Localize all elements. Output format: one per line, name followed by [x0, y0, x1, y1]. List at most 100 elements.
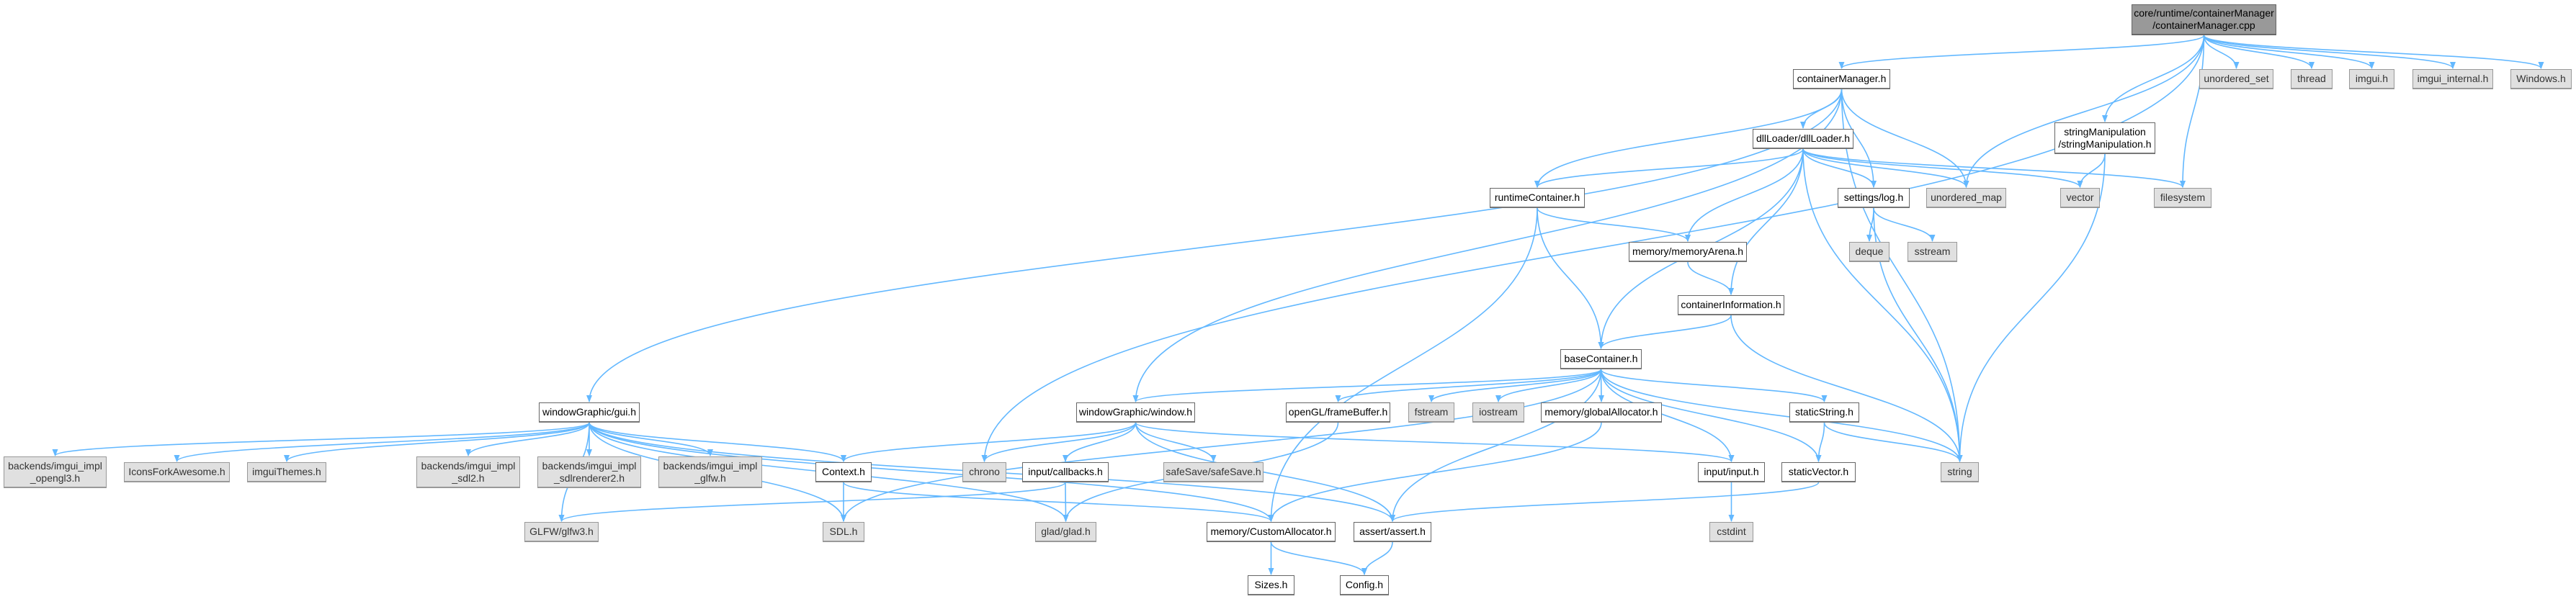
- node-baseContainer-h[interactable]: baseContainer.h: [1560, 349, 1642, 369]
- node-imgui-impl-sdlrenderer2-h[interactable]: backends/imgui_impl _sdlrenderer2.h: [537, 456, 641, 488]
- edge-containerManager-to-string: [1841, 89, 1963, 462]
- edge-containerManager-to-runtimeContainer: [1534, 89, 1843, 188]
- edge-dllLoader-to-runtimeContainer: [1534, 148, 1804, 188]
- node-containerManager-h[interactable]: containerManager.h: [1793, 69, 1890, 89]
- edge-gui-to-opengl3: [52, 422, 590, 456]
- node-string[interactable]: string: [1941, 462, 1979, 482]
- edge-window-to-context: [841, 422, 1137, 462]
- edge-dllLoader-to-log: [1802, 148, 1877, 188]
- node-runtimeContainer-h[interactable]: runtimeContainer.h: [1490, 188, 1585, 208]
- edge-containerManager-to-unordered_map: [1841, 89, 1969, 188]
- node-vector[interactable]: vector: [2060, 188, 2100, 208]
- edge-baseContainer-to-staticVector: [1600, 369, 1822, 462]
- edge-dllLoader-to-unordered_map: [1802, 148, 1969, 188]
- node-Sizes-h[interactable]: Sizes.h: [1248, 575, 1294, 595]
- edge-root-to-imgui: [2203, 35, 2375, 69]
- node-glad-h[interactable]: glad/glad.h: [1035, 522, 1096, 542]
- edge-log-to-sstream: [1873, 207, 1936, 242]
- edge-window-to-safeSave: [1135, 422, 1217, 462]
- edge-dllLoader-to-memoryArena: [1685, 148, 1804, 242]
- node-chrono[interactable]: chrono: [962, 462, 1006, 482]
- node-settings-log-h[interactable]: settings/log.h: [1838, 188, 1910, 208]
- node-input-h[interactable]: input/input.h: [1698, 462, 1765, 482]
- edge-window-to-callbacks: [1063, 422, 1137, 462]
- edge-containerManager-to-gui: [586, 89, 1843, 402]
- node-unordered-map[interactable]: unordered_map: [1926, 188, 2006, 208]
- edge-gui-to-imguiThemes: [284, 422, 590, 462]
- edge-stringManipulation-to-string: [1956, 153, 2106, 462]
- edge-dllLoader-to-string: [1802, 148, 1963, 462]
- edge-callbacks-to-glad: [1063, 482, 1069, 522]
- edge-window-to-chrono: [981, 422, 1137, 462]
- edge-staticString-to-string: [1823, 422, 1963, 462]
- node-window-h[interactable]: windowGraphic/window.h: [1076, 402, 1195, 423]
- edge-baseContainer-to-fstream: [1428, 369, 1602, 402]
- node-unordered-set[interactable]: unordered_set: [2199, 69, 2273, 89]
- node-assert-h[interactable]: assert/assert.h: [1354, 522, 1431, 542]
- edge-root-to-unordered_map: [1963, 35, 2205, 188]
- node-imgui-h[interactable]: imgui.h: [2349, 69, 2394, 89]
- edge-gui-to-sdl2: [465, 422, 590, 456]
- node-SDL-h[interactable]: SDL.h: [823, 522, 864, 542]
- edge-root-to-windows: [2203, 35, 2544, 69]
- node-GLFW-glfw3-h[interactable]: GLFW/glfw3.h: [524, 522, 599, 542]
- edge-root-to-chrono: [981, 35, 2205, 462]
- edge-runtimeContainer-to-customAllocator: [1268, 207, 1538, 522]
- node-gui-h[interactable]: windowGraphic/gui.h: [539, 402, 640, 423]
- node-thread[interactable]: thread: [2291, 69, 2333, 89]
- node-callbacks-h[interactable]: input/callbacks.h: [1022, 462, 1109, 482]
- node-staticString-h[interactable]: staticString.h: [1789, 402, 1859, 423]
- edge-stringManipulation-to-vector: [2077, 153, 2106, 188]
- node-imgui-impl-glfw-h[interactable]: backends/imgui_impl _glfw.h: [658, 456, 762, 488]
- node-globalAllocator-h[interactable]: memory/globalAllocator.h: [1541, 402, 1662, 423]
- edge-baseContainer-to-iostream: [1495, 369, 1602, 402]
- edge-globalAllocator-to-customAllocator: [1268, 422, 1602, 522]
- node-memoryArena-h[interactable]: memory/memoryArena.h: [1629, 242, 1747, 262]
- node-root-file[interactable]: core/runtime/containerManager /container…: [2132, 4, 2276, 35]
- edge-baseContainer-to-window: [1132, 369, 1602, 402]
- edge-dllLoader-to-containerInformation: [1728, 148, 1804, 295]
- node-fstream[interactable]: fstream: [1408, 402, 1454, 423]
- node-filesystem[interactable]: filesystem: [2154, 188, 2211, 208]
- node-deque[interactable]: deque: [1849, 242, 1889, 262]
- node-sstream[interactable]: sstream: [1908, 242, 1957, 262]
- edge-staticString-to-staticVector: [1815, 422, 1825, 462]
- node-safeSave-h[interactable]: safeSave/safeSave.h: [1163, 462, 1264, 482]
- edge-gui-to-context: [589, 422, 846, 462]
- edge-containerInformation-to-string: [1730, 315, 1963, 462]
- edge-baseContainer-to-input: [1600, 369, 1735, 462]
- node-CustomAllocator-h[interactable]: memory/CustomAllocator.h: [1207, 522, 1336, 542]
- node-dllLoader-h[interactable]: dllLoader/dllLoader.h: [1753, 129, 1853, 149]
- node-cstdint[interactable]: cstdint: [1709, 522, 1753, 542]
- edge-containerManager-to-log: [1841, 89, 1877, 188]
- node-Context-h[interactable]: Context.h: [815, 462, 872, 482]
- edge-baseContainer-to-string: [1600, 369, 1963, 462]
- node-staticVector-h[interactable]: staticVector.h: [1781, 462, 1856, 482]
- edge-baseContainer-to-staticString: [1600, 369, 1828, 402]
- node-windows-h[interactable]: Windows.h: [2510, 69, 2572, 89]
- edge-root-to-unordered_set: [2203, 35, 2240, 69]
- edge-gui-to-glfw: [589, 422, 713, 456]
- node-Config-h[interactable]: Config.h: [1340, 575, 1389, 595]
- edge-root-to-thread: [2203, 35, 2315, 69]
- node-IconsForkAwesome-h[interactable]: IconsForkAwesome.h: [124, 462, 230, 482]
- node-imgui-internal-h[interactable]: imgui_internal.h: [2412, 69, 2493, 89]
- node-imguiThemes-h[interactable]: imguiThemes.h: [247, 462, 326, 482]
- edge-root-to-stringManipulation: [2102, 35, 2205, 122]
- node-stringManipulation-h[interactable]: stringManipulation /stringManipulation.h: [2054, 122, 2155, 154]
- node-containerInformation-h[interactable]: containerInformation.h: [1678, 295, 1784, 315]
- edge-gui-to-iconsFork: [174, 422, 590, 462]
- edge-window-to-assert: [1135, 422, 1395, 522]
- edge-root-to-containerManager: [1838, 35, 2205, 69]
- edge-root-to-filesystem: [2180, 35, 2205, 188]
- node-imgui-impl-sdl2-h[interactable]: backends/imgui_impl _sdl2.h: [416, 456, 520, 488]
- edge-dllLoader-to-vector: [1802, 148, 2083, 188]
- node-imgui-impl-opengl3-h[interactable]: backends/imgui_impl _opengl3.h: [4, 456, 107, 488]
- edge-window-to-input: [1135, 422, 1735, 462]
- node-frameBuffer-h[interactable]: openGL/frameBuffer.h: [1286, 402, 1390, 423]
- edge-runtimeContainer-to-memoryArena: [1537, 207, 1691, 242]
- node-iostream[interactable]: iostream: [1472, 402, 1524, 423]
- edge-assert-to-config: [1361, 541, 1393, 575]
